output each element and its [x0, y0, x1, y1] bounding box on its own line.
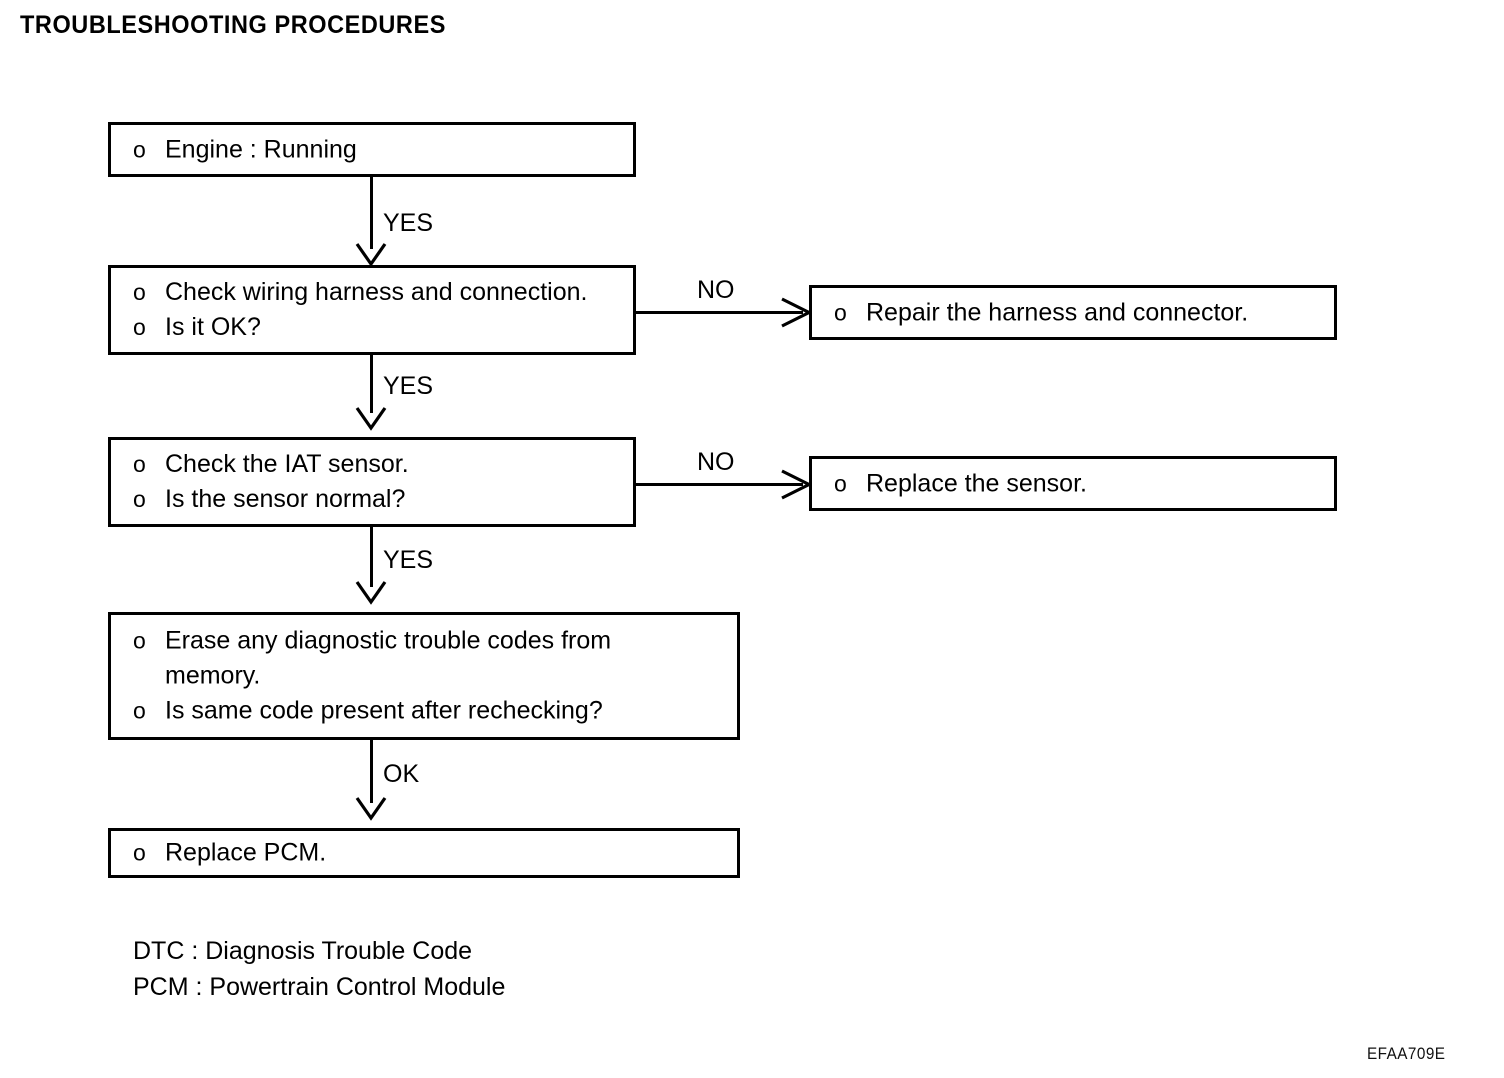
bullet-marker: o [133, 627, 146, 654]
figure-code: EFAA709E [1367, 1044, 1446, 1063]
legend-line-pcm: PCM : Powertrain Control Module [133, 973, 506, 1001]
arrowhead-down-icon [355, 797, 387, 821]
node-content: o Replace the sensor. [834, 466, 1326, 501]
flow-node-erase-codes: o Erase any diagnostic trouble codes fro… [108, 612, 740, 740]
node-line-text: Is it OK? [165, 313, 261, 341]
node-line-text: Is the sensor normal? [165, 485, 406, 513]
node-line: o Replace PCM. [133, 836, 729, 871]
node-content: o Erase any diagnostic trouble codes fro… [133, 624, 729, 729]
page-title: TROUBLESHOOTING PROCEDURES [20, 11, 446, 39]
connector-line-check-wiring-to-iat [370, 355, 373, 413]
connector-line-check-wiring-to-repair [636, 311, 803, 314]
edge-label-iat-to-replace-sensor: NO [697, 448, 735, 476]
node-line: o Engine : Running [133, 132, 625, 167]
node-line: o Is it OK? [133, 310, 625, 345]
node-line-text: Check wiring harness and connection. [165, 278, 588, 306]
node-content: o Check the IAT sensor. o Is the sensor … [133, 447, 625, 517]
node-line-text: Repair the harness and connector. [866, 298, 1249, 326]
node-line: o Check the IAT sensor. [133, 447, 625, 482]
node-line: o Is same code present after rechecking? [133, 694, 729, 729]
node-line: o Erase any diagnostic trouble codes fro… [133, 624, 729, 694]
bullet-marker: o [133, 314, 146, 340]
node-line: o Replace the sensor. [834, 466, 1326, 501]
arrowhead-right-icon [781, 297, 813, 328]
node-content: o Check wiring harness and connection. o… [133, 275, 625, 345]
connector-line-iat-to-erase-codes [370, 527, 373, 587]
edge-label-check-wiring-to-repair: NO [697, 276, 735, 304]
flow-node-check-iat-sensor: o Check the IAT sensor. o Is the sensor … [108, 437, 636, 527]
node-line-text: Is same code present after rechecking? [165, 696, 603, 725]
flow-node-repair-harness-connector: o Repair the harness and connector. [809, 285, 1337, 340]
node-line: o Check wiring harness and connection. [133, 275, 625, 310]
flow-node-check-wiring-harness: o Check wiring harness and connection. o… [108, 265, 636, 355]
bullet-marker: o [133, 451, 146, 477]
legend-line-dtc: DTC : Diagnosis Trouble Code [133, 937, 473, 965]
node-line-text: Engine : Running [165, 135, 357, 163]
bullet-marker: o [834, 470, 847, 496]
bullet-marker: o [133, 839, 146, 866]
node-line: o Is the sensor normal? [133, 482, 625, 517]
node-line-text: Replace the sensor. [866, 469, 1087, 497]
node-line-text: Replace PCM. [165, 838, 327, 867]
flow-node-replace-sensor: o Replace the sensor. [809, 456, 1337, 511]
connector-line-erase-to-replace-pcm [370, 740, 373, 803]
flow-node-replace-pcm: o Replace PCM. [108, 828, 740, 878]
node-line-text: Check the IAT sensor. [165, 450, 409, 478]
arrowhead-down-icon [355, 243, 387, 267]
connector-line-iat-to-replace-sensor [636, 483, 803, 486]
node-content: o Repair the harness and connector. [834, 295, 1326, 330]
arrowhead-right-icon [781, 469, 813, 500]
bullet-marker: o [133, 697, 146, 724]
bullet-marker: o [834, 299, 847, 325]
edge-label-iat-to-erase-codes: YES [383, 546, 434, 574]
bullet-marker: o [133, 136, 146, 162]
node-line-text: Erase any diagnostic trouble codes from … [165, 626, 612, 690]
node-content: o Engine : Running [133, 132, 625, 167]
edge-label-engine-to-check-wiring: YES [383, 209, 434, 237]
edge-label-erase-to-replace-pcm: OK [383, 760, 420, 788]
flow-node-engine-running: o Engine : Running [108, 122, 636, 177]
edge-label-check-wiring-to-iat: YES [383, 372, 434, 400]
bullet-marker: o [133, 486, 146, 512]
arrowhead-down-icon [355, 581, 387, 605]
arrowhead-down-icon [355, 407, 387, 431]
bullet-marker: o [133, 279, 146, 305]
connector-line-engine-to-check-wiring [370, 177, 373, 249]
node-line: o Repair the harness and connector. [834, 295, 1326, 330]
node-content: o Replace PCM. [133, 836, 729, 871]
